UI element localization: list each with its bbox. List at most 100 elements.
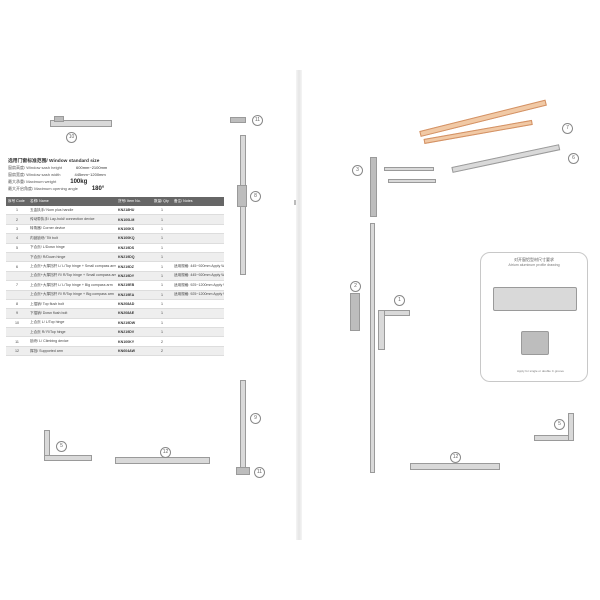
- cell-code: 7: [6, 280, 28, 291]
- header-qty: 数量/ Qty: [152, 197, 172, 206]
- connection-rod-2: [388, 179, 436, 183]
- spec-row: 窗扇宽度/ Window sash width 445mm~1200mm: [8, 172, 218, 178]
- profile-title: 对开窗铝型材尺寸要求: [514, 257, 554, 262]
- cell-item-no: KN219DV: [116, 327, 152, 338]
- header-item-no: 货号/ Item No.: [116, 197, 152, 206]
- cell-notes: [172, 336, 224, 347]
- cell-item-no: KN100KS: [116, 224, 152, 235]
- cell-notes: [172, 346, 224, 357]
- cell-code: 1: [6, 206, 28, 216]
- cell-item-no: KN219DZ: [116, 261, 152, 272]
- spec-title: 选用门窗标准范围/ Window standard size: [8, 159, 100, 164]
- cell-notes: [172, 233, 224, 244]
- cell-item-no: KN219DS: [116, 243, 152, 253]
- cell-qty: 1: [152, 318, 172, 329]
- parts-table: 序号 Code 名称/ Name 货号/ Item No. 数量/ Qty 备注…: [6, 197, 224, 357]
- cell-qty: 1: [152, 271, 172, 282]
- cell-code: 4: [6, 233, 28, 244]
- cell-code: [6, 252, 28, 263]
- cell-name: 转角器/ Corner device: [28, 224, 116, 235]
- cell-name: 上合页+大撑挡杆 L/ L/Top hinge + Big compass ar…: [28, 280, 116, 291]
- table-row: 上合页+大撑挡杆 R/ R/Top hinge + Small compass …: [6, 271, 224, 282]
- cell-name: 锁块/ L/ Climbing device: [28, 336, 116, 347]
- cell-qty: 1: [152, 327, 172, 338]
- cell-code: 10: [6, 318, 28, 329]
- cell-name: 五金执手/ Nom plus handle: [28, 206, 116, 216]
- cell-item-no: KN219DY: [116, 271, 152, 282]
- profile-note: Apply for single or double C groove: [517, 369, 564, 373]
- header-notes: 备注/ Notes: [172, 197, 224, 206]
- cell-notes: [172, 243, 224, 253]
- down-flush-bolt-drawing: [240, 380, 246, 475]
- cell-code: 3: [6, 224, 28, 235]
- handle-base: [378, 310, 385, 350]
- cell-name: 内锁锁块/ Tilt bolt: [28, 233, 116, 244]
- cell-item-no: KN219EB: [116, 280, 152, 291]
- cell-notes: 适用规格: 925~1200mm Apply Window sash: [172, 280, 224, 291]
- cell-code: 12: [6, 346, 28, 357]
- cell-name: 上合页+大撑挡杆 R/ R/Top hinge + Big compass ar…: [28, 290, 116, 300]
- cell-notes: [172, 214, 224, 225]
- cell-qty: 2: [152, 346, 172, 357]
- page-edge-mark: [294, 200, 296, 205]
- cell-qty: 1: [152, 206, 172, 216]
- profile-subtitle: Atrium aluminum profile drawing: [508, 263, 560, 267]
- parts-table-header: 序号 Code 名称/ Name 货号/ Item No. 数量/ Qty 备注…: [6, 197, 224, 206]
- down-hinge-base: [44, 455, 92, 461]
- cell-qty: 1: [152, 308, 172, 319]
- cell-name: 上合页+大撑挡杆 L/ L/Top hinge + Small compass …: [28, 261, 116, 272]
- spec-value: 180°: [91, 186, 105, 192]
- cell-name: 下合页/ R/Down hinge: [28, 252, 116, 263]
- cell-code: [6, 290, 28, 300]
- callout-6: 6: [568, 153, 579, 164]
- spec-value: 600mm~2100mm: [76, 165, 108, 170]
- callout-10: 10: [66, 132, 77, 143]
- spec-value: 445mm~1200mm: [74, 172, 106, 177]
- cell-item-no: KN100KY: [116, 336, 152, 347]
- cell-item-no: KN218HU: [116, 206, 152, 216]
- cell-name: 撑挡/ Supported arm: [28, 346, 116, 357]
- callout-9: 9: [250, 413, 261, 424]
- cell-qty: 1: [152, 299, 172, 310]
- cell-code: [6, 271, 28, 282]
- cell-code: 2: [6, 214, 28, 225]
- header-code: 序号 Code: [6, 197, 28, 206]
- cell-notes: [172, 327, 224, 338]
- cell-notes: 适用规格: 445~920mm Apply Window sash: [172, 271, 224, 282]
- cell-name: 下插销/ Down flush bolt: [28, 308, 116, 319]
- left-page: 10 11 8 9 11 5 12 选用门窗标准范围/ Window stand…: [0, 95, 296, 555]
- cell-qty: 1: [152, 233, 172, 244]
- bottom-supported-arm-drawing: [410, 463, 500, 470]
- cell-code: 9: [6, 308, 28, 319]
- cell-notes: [172, 299, 224, 310]
- cell-code: 6: [6, 261, 28, 272]
- cell-name: 上合页+大撑挡杆 R/ R/Top hinge + Small compass …: [28, 271, 116, 282]
- bottom-lock-block: [236, 467, 250, 475]
- profile-groove-detail: [521, 331, 549, 355]
- spec-row: 最大承重/ Maximum weight 100kg: [8, 179, 218, 185]
- cell-code: 11: [6, 336, 28, 347]
- table-row: 上合页+大撑挡杆 R/ R/Top hinge + Big compass ar…: [6, 290, 224, 300]
- cell-qty: 1: [152, 252, 172, 263]
- callout-11-bottom: 11: [254, 467, 265, 478]
- cell-code: 5: [6, 243, 28, 253]
- cell-notes: [172, 318, 224, 329]
- cell-item-no: KN219EA: [116, 290, 152, 300]
- cell-qty: 1: [152, 280, 172, 291]
- cell-notes: 适用规格: 445~920mm Apply Window sash: [172, 261, 224, 272]
- spec-label: 最大承重/ Maximum weight: [8, 179, 57, 184]
- bottom-hinge-upright: [568, 413, 574, 441]
- small-compass-arm-drawing: [451, 144, 561, 173]
- callout-8: 8: [250, 191, 261, 202]
- spec-value: 100kg: [70, 179, 88, 185]
- cell-code: 8: [6, 299, 28, 310]
- top-hinge-drawing: [50, 120, 112, 127]
- cell-code: [6, 327, 28, 338]
- corner-device-drawing: [370, 157, 377, 217]
